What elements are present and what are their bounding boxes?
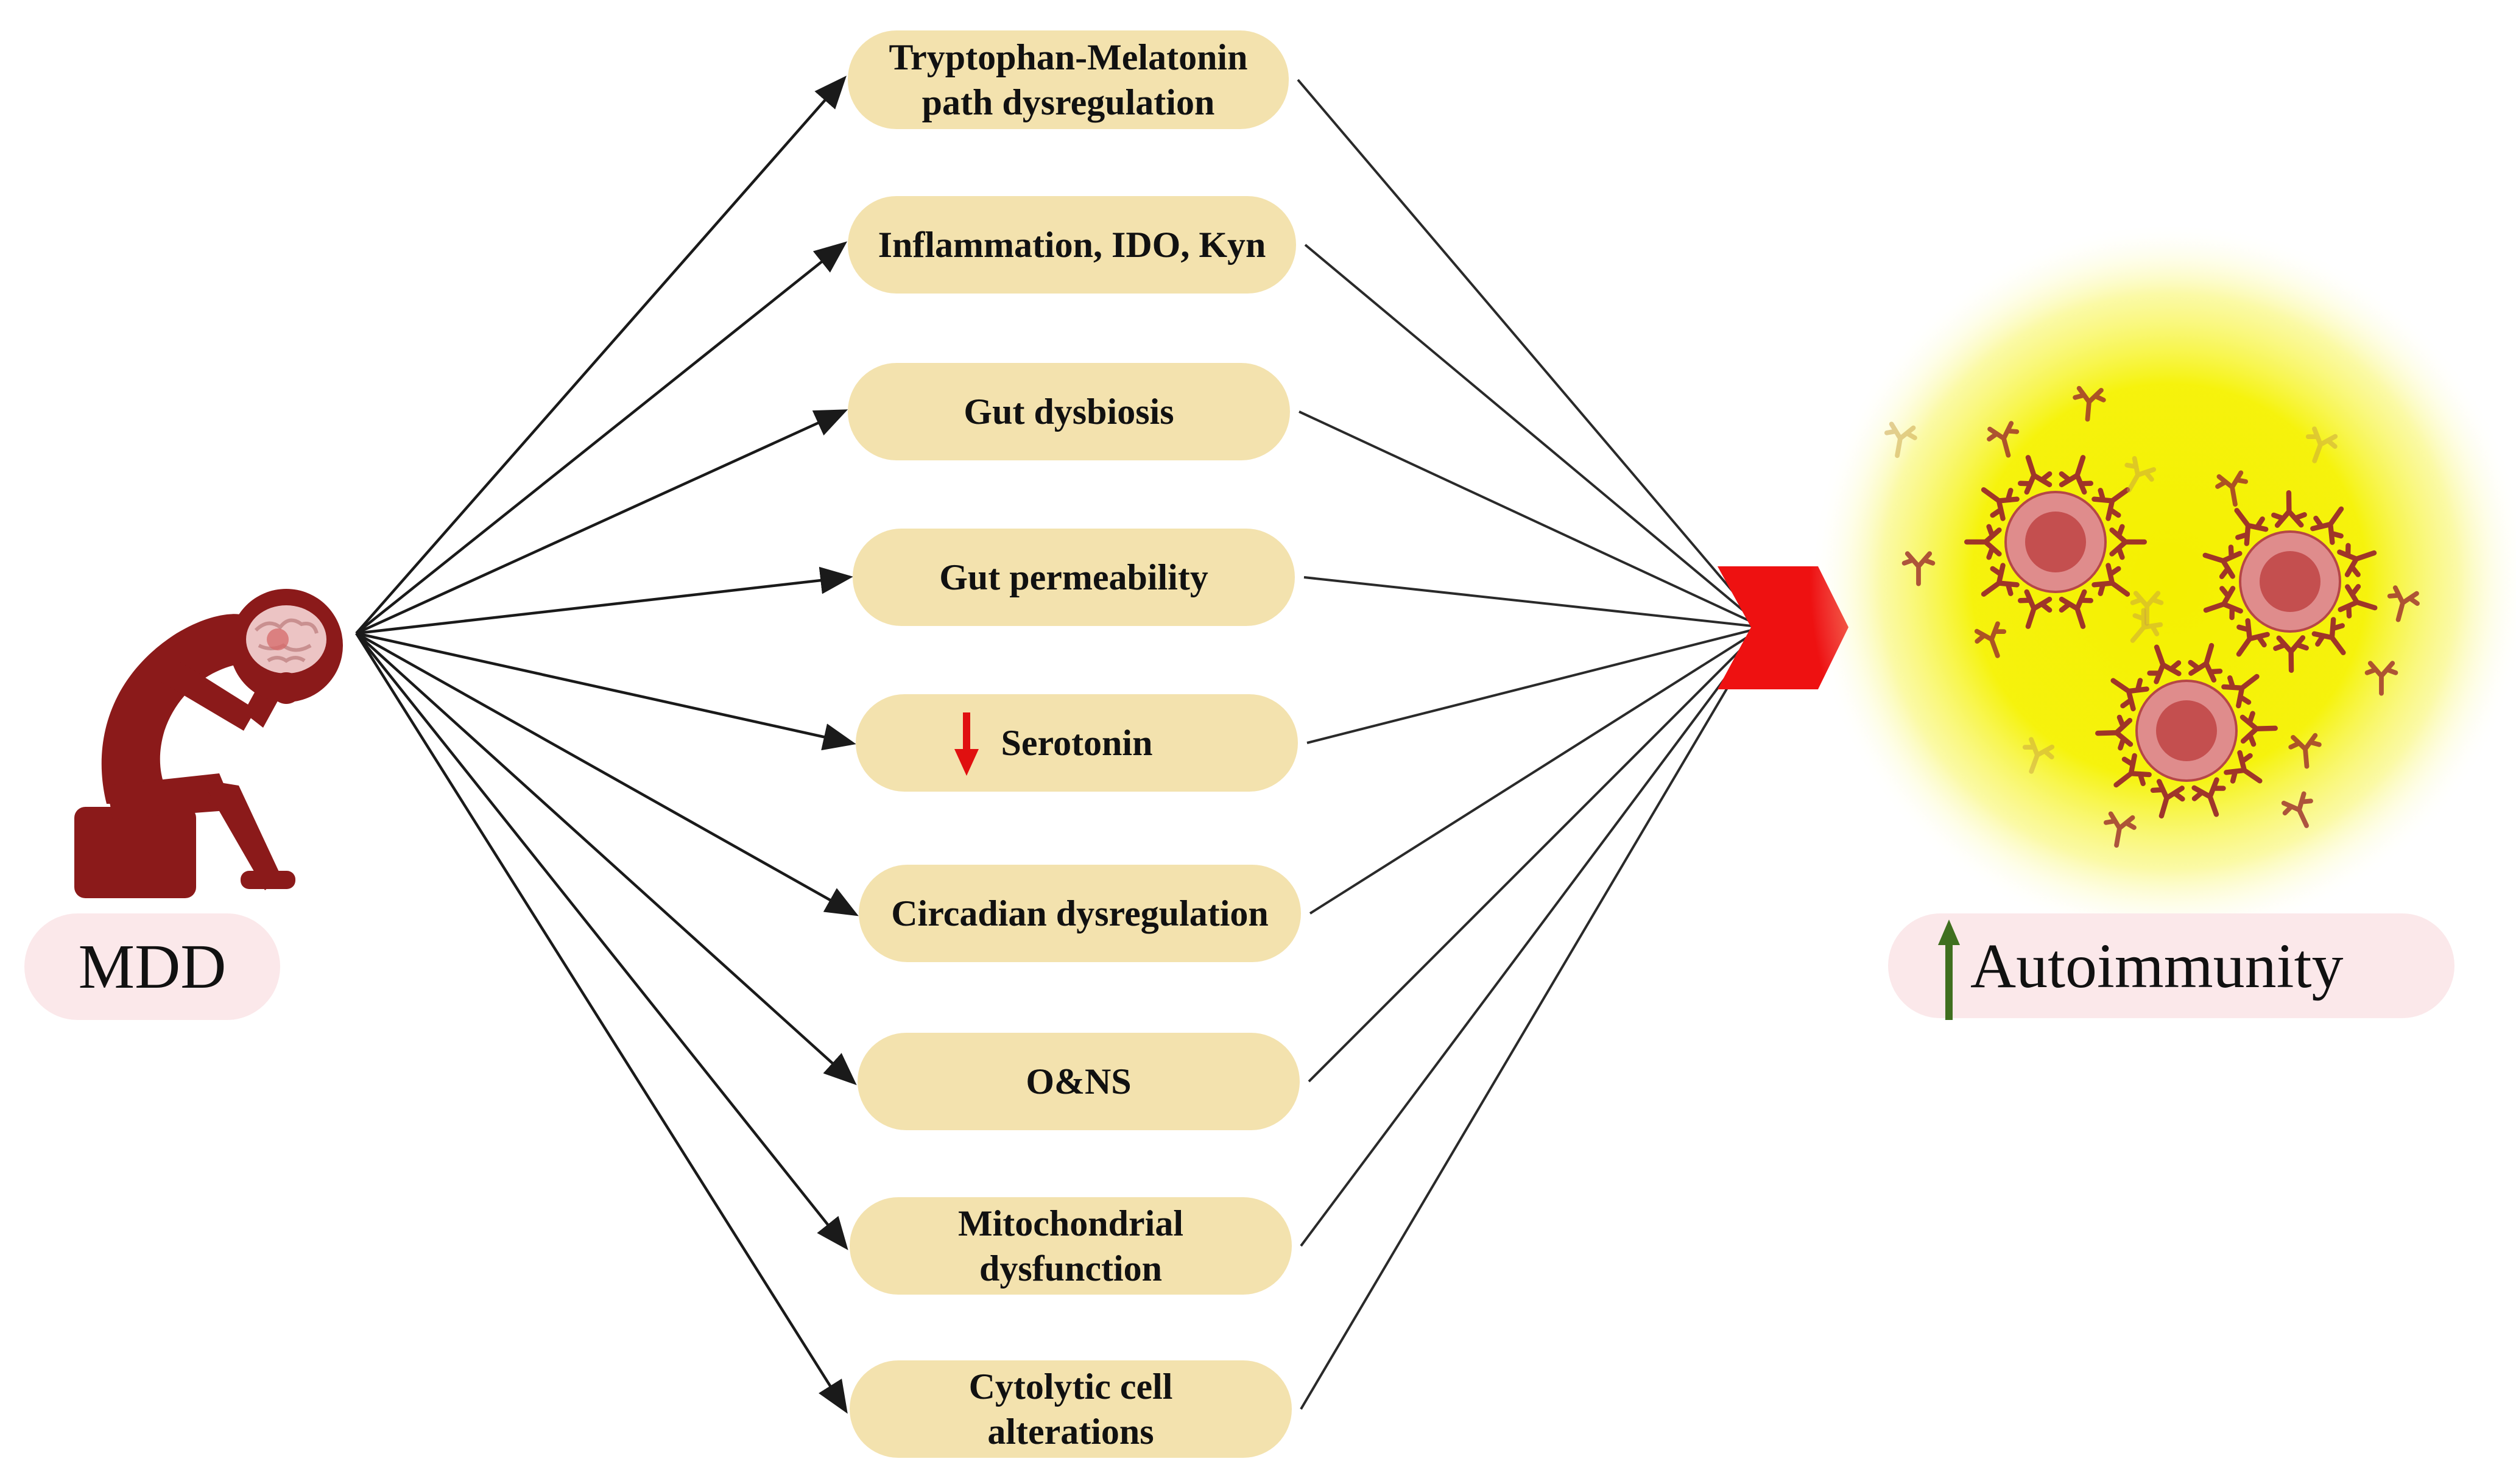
source-label-pill: MDD — [24, 913, 280, 1020]
mechanism-pill-m7: O&NS — [858, 1033, 1300, 1130]
arrow-to-m8 — [355, 632, 848, 1251]
target-label-pill: Autoimmunity — [1888, 913, 2454, 1020]
arrow-to-m6 — [355, 632, 859, 916]
arrow-to-m9 — [355, 632, 848, 1414]
mechanism-label-m2: Inflammation, IDO, Kyn — [878, 225, 1266, 265]
line-from-m5 — [1306, 626, 1764, 744]
arrow-to-m3 — [356, 409, 848, 635]
line-from-m8 — [1300, 626, 1764, 1247]
mechanism-label-m5: Serotonin — [1001, 723, 1153, 763]
mechanism-label-m3: Gut dysbiosis — [964, 392, 1174, 432]
arrow-to-m7 — [355, 632, 857, 1086]
line-from-m4 — [1303, 576, 1764, 628]
mechanism-pill-m4: Gut permeability — [853, 529, 1295, 626]
arrow-to-m2 — [355, 241, 848, 635]
mechanism-label-m4: Gut permeability — [939, 557, 1208, 597]
line-from-m6 — [1309, 626, 1764, 915]
immune-cells-antibodies-icon — [1810, 222, 2516, 941]
decrease-arrow-icon — [954, 712, 979, 776]
line-from-m3 — [1299, 410, 1764, 628]
immune-cell-nucleus — [2156, 700, 2217, 761]
line-from-m1 — [1297, 79, 1764, 628]
arrow-to-m5 — [356, 631, 856, 751]
mechanism-pill-m5: Serotonin — [856, 694, 1298, 792]
arrow-to-m4 — [356, 566, 853, 635]
mechanism-label-m7: O&NS — [1026, 1061, 1132, 1102]
mechanism-to-target-lines — [1297, 79, 1764, 1410]
immune-cell-nucleus — [2260, 551, 2320, 612]
source-to-mechanism-arrows — [355, 76, 859, 1414]
arrow-to-m1 — [355, 76, 847, 635]
mechanism-pill-m6: Circadian dysregulation — [859, 865, 1301, 962]
mechanism-label-m6: Circadian dysregulation — [891, 893, 1269, 934]
target-label: Autoimmunity — [1970, 930, 2344, 1001]
mechanism-pill-m2: Inflammation, IDO, Kyn — [848, 196, 1296, 294]
line-from-m7 — [1308, 626, 1764, 1083]
line-from-m2 — [1304, 244, 1764, 628]
depressed-person-icon — [74, 589, 343, 898]
immune-cell-nucleus — [2025, 512, 2086, 572]
source-label: MDD — [78, 932, 227, 1002]
mechanism-pill-m3: Gut dysbiosis — [848, 363, 1290, 460]
increase-arrow-icon — [1938, 920, 1960, 1020]
line-from-m9 — [1300, 626, 1764, 1410]
